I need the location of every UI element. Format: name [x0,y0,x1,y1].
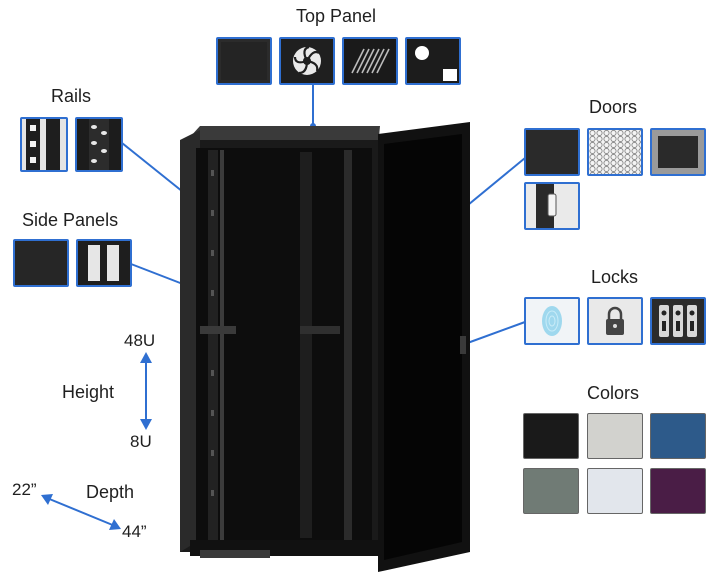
side-panels-label: Side Panels [22,210,119,230]
locks-label: Locks [591,267,639,287]
color-swatch-white[interactable] [587,468,643,514]
rail-square-hole-option[interactable] [20,117,68,172]
fan-icon [281,39,333,83]
top-panel-solid-option[interactable] [216,37,272,85]
doors-label: Doors [589,97,638,117]
top-panel-cutout-option[interactable] [405,37,461,85]
padlock-icon [589,299,641,343]
fingerprint-lock-icon [526,299,578,343]
top-panel-fan-option[interactable] [279,37,335,85]
top-panel-perforated-option[interactable] [342,37,398,85]
rails-label: Rails [51,86,92,106]
color-swatch-light-gray[interactable] [587,413,643,459]
door-handle-icon [526,184,578,228]
door-solid-option[interactable] [524,128,580,176]
combination-lock-icon [652,299,704,343]
depth-min-value: 22” [12,480,37,499]
color-swatch-gray-green[interactable] [523,468,579,514]
side-panel-vented-option[interactable] [76,239,132,287]
color-swatch-black[interactable] [523,413,579,459]
rail-round-hole-option[interactable] [75,117,123,172]
door-window-option[interactable] [650,128,706,176]
side-panel-solid-option[interactable] [13,239,69,287]
lock-fingerprint-option[interactable] [524,297,580,345]
top-panel-label: Top Panel [296,6,377,26]
height-label: Height [62,382,115,402]
depth-label: Depth [86,482,135,502]
height-min-value: 8U [130,432,152,451]
lock-combination-option[interactable] [650,297,706,345]
height-max-value: 48U [124,331,156,350]
color-swatch-blue[interactable] [650,413,706,459]
colors-label: Colors [587,383,640,403]
color-swatch-purple[interactable] [650,468,706,514]
door-hex-perforated-option[interactable] [587,128,643,176]
lock-padlock-option[interactable] [587,297,643,345]
door-handle-option[interactable] [524,182,580,230]
depth-max-value: 44” [122,522,147,541]
